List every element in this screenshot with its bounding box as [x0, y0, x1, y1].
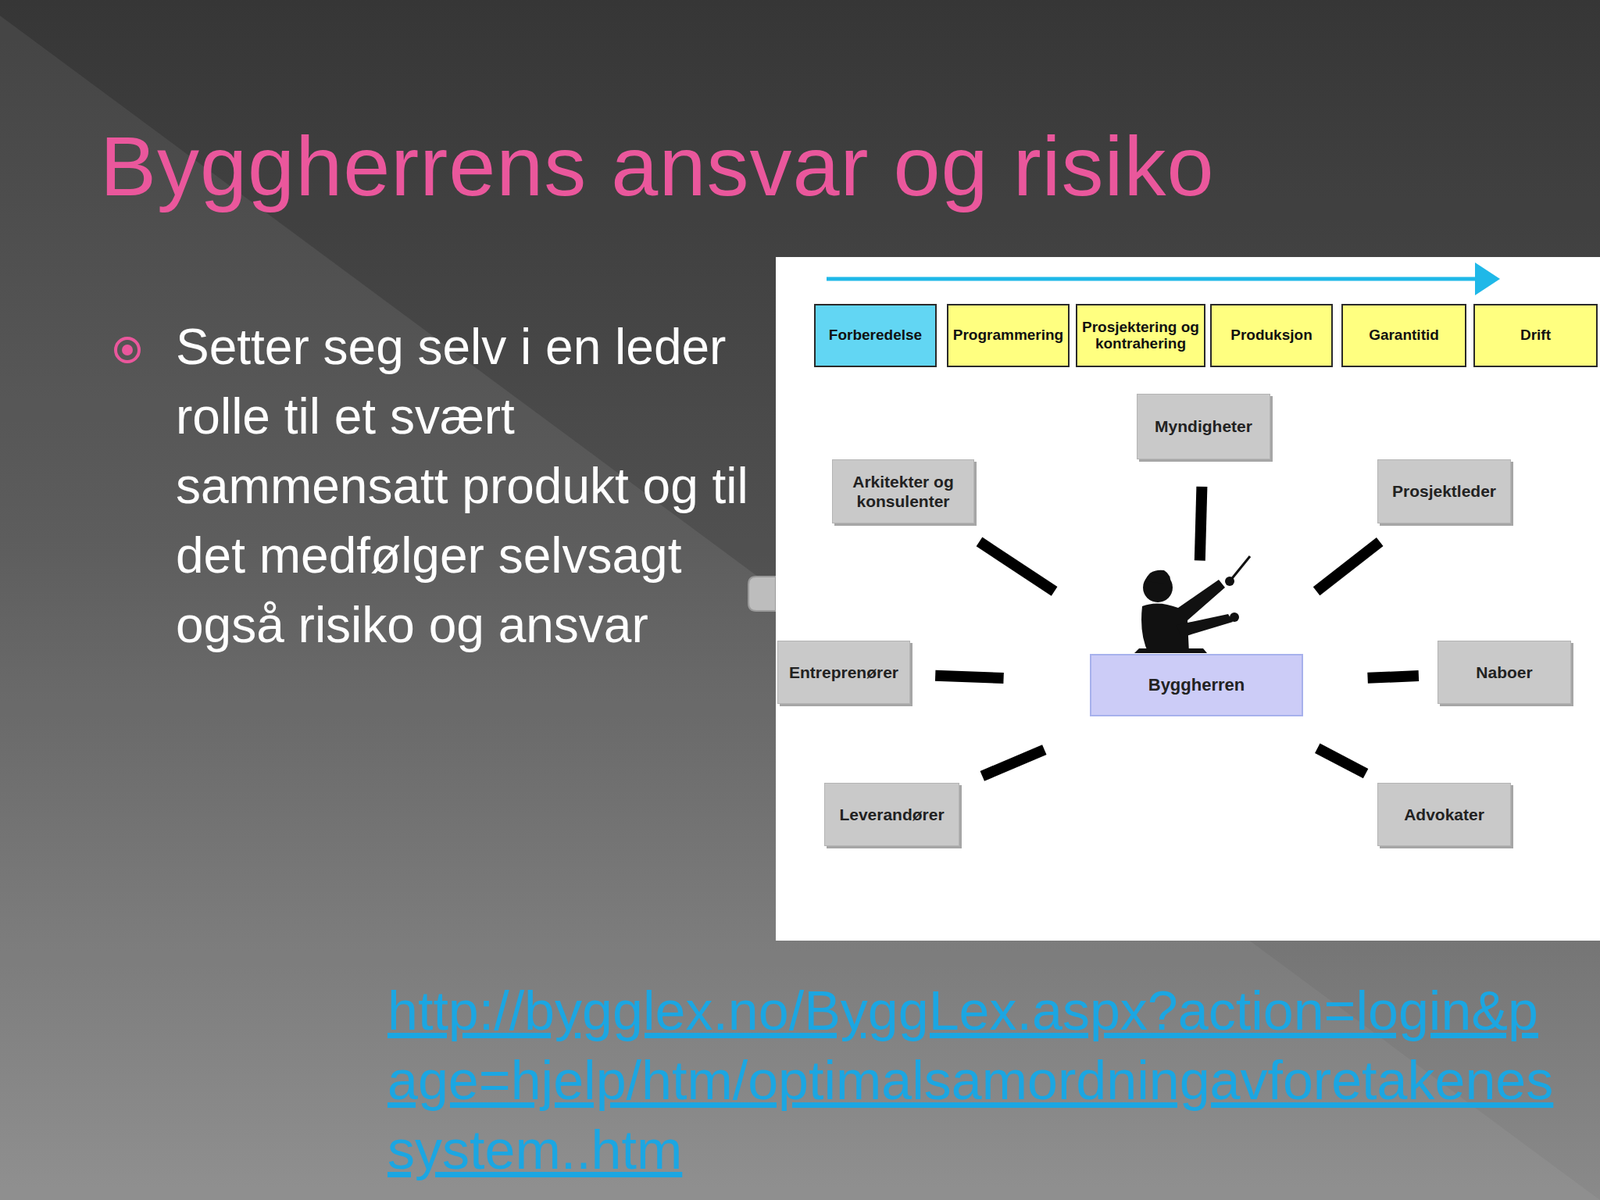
stakeholder-box: Leverandører	[824, 782, 960, 847]
node-label: Advokater	[1403, 804, 1485, 825]
client-box: Byggherren	[1089, 653, 1304, 717]
node-label: Byggherren	[1148, 675, 1245, 696]
stakeholder-box: Advokater	[1377, 782, 1511, 847]
phase-box: Prosjektering og kontrahering	[1075, 303, 1206, 368]
text-stack: Advokater	[1403, 804, 1485, 825]
timeline-arrowhead	[1475, 262, 1500, 296]
stakeholder-box: Naboer	[1437, 640, 1572, 704]
phase-box: Programmering	[946, 303, 1070, 368]
relation-bar	[979, 541, 1055, 591]
text-stack: Drift	[1520, 327, 1551, 344]
conductor-figure	[1134, 556, 1250, 654]
text-stack: Entreprenører	[789, 662, 899, 683]
phase-box: Forberedelse	[814, 303, 937, 368]
text-stack: Produksjon	[1230, 327, 1313, 344]
stakeholder-box: Entreprenører	[777, 640, 911, 704]
node-label: Arkitekter og konsulenter	[832, 471, 974, 511]
relation-bar	[1317, 748, 1366, 774]
stakeholder-box: Prosjektleder	[1377, 459, 1511, 524]
node-label: Garantitid	[1368, 327, 1440, 344]
diagram-panel	[775, 257, 1600, 941]
text-stack: Myndigheter	[1154, 416, 1253, 436]
text-stack: Garantitid	[1368, 327, 1440, 344]
text-stack: Leverandører	[839, 804, 944, 825]
node-label: Entreprenører	[789, 662, 899, 683]
relation-bar	[982, 750, 1045, 777]
phase-box: Drift	[1473, 303, 1598, 368]
timeline-arrow	[826, 277, 1479, 282]
bullet-text: Setter seg selv i en leder rolle til et …	[175, 312, 770, 661]
text-stack: Prosjektering og kontrahering	[1078, 319, 1203, 353]
relation-bar	[1367, 675, 1419, 679]
node-label: Naboer	[1475, 662, 1533, 683]
relation-bar	[1200, 486, 1203, 561]
callout-tab	[748, 576, 776, 611]
text-stack: Forberedelse	[828, 327, 922, 344]
node-label: Forberedelse	[828, 327, 922, 344]
text-stack: Naboer	[1475, 662, 1533, 683]
node-label: Myndigheter	[1154, 416, 1253, 436]
node-label: Programmering	[953, 327, 1064, 344]
phase-box: Garantitid	[1341, 303, 1467, 368]
slide-title: Byggherrens ansvar og risiko	[100, 117, 1215, 215]
node-label: Prosjektleder	[1392, 481, 1497, 501]
text-stack: Prosjektleder	[1392, 481, 1497, 501]
relation-bar	[1316, 541, 1380, 591]
node-label: Drift	[1520, 327, 1551, 344]
stakeholder-box: Arkitekter og konsulenter	[832, 459, 975, 524]
phase-box: Produksjon	[1210, 303, 1333, 368]
text-stack: Byggherren	[1148, 675, 1245, 696]
bullet-dot	[121, 344, 133, 356]
bullet-ring	[115, 338, 140, 362]
source-link: http://bygglex.no/ByggLex.aspx?action=lo…	[387, 976, 1560, 1186]
stakeholder-box: Myndigheter	[1136, 393, 1271, 460]
node-label: Produksjon	[1230, 327, 1313, 344]
relation-bar	[935, 675, 1004, 679]
text-stack: Programmering	[953, 327, 1064, 344]
node-label: Leverandører	[839, 804, 944, 825]
text-stack: Arkitekter og konsulenter	[832, 471, 974, 511]
node-label: Prosjektering og kontrahering	[1078, 319, 1203, 353]
